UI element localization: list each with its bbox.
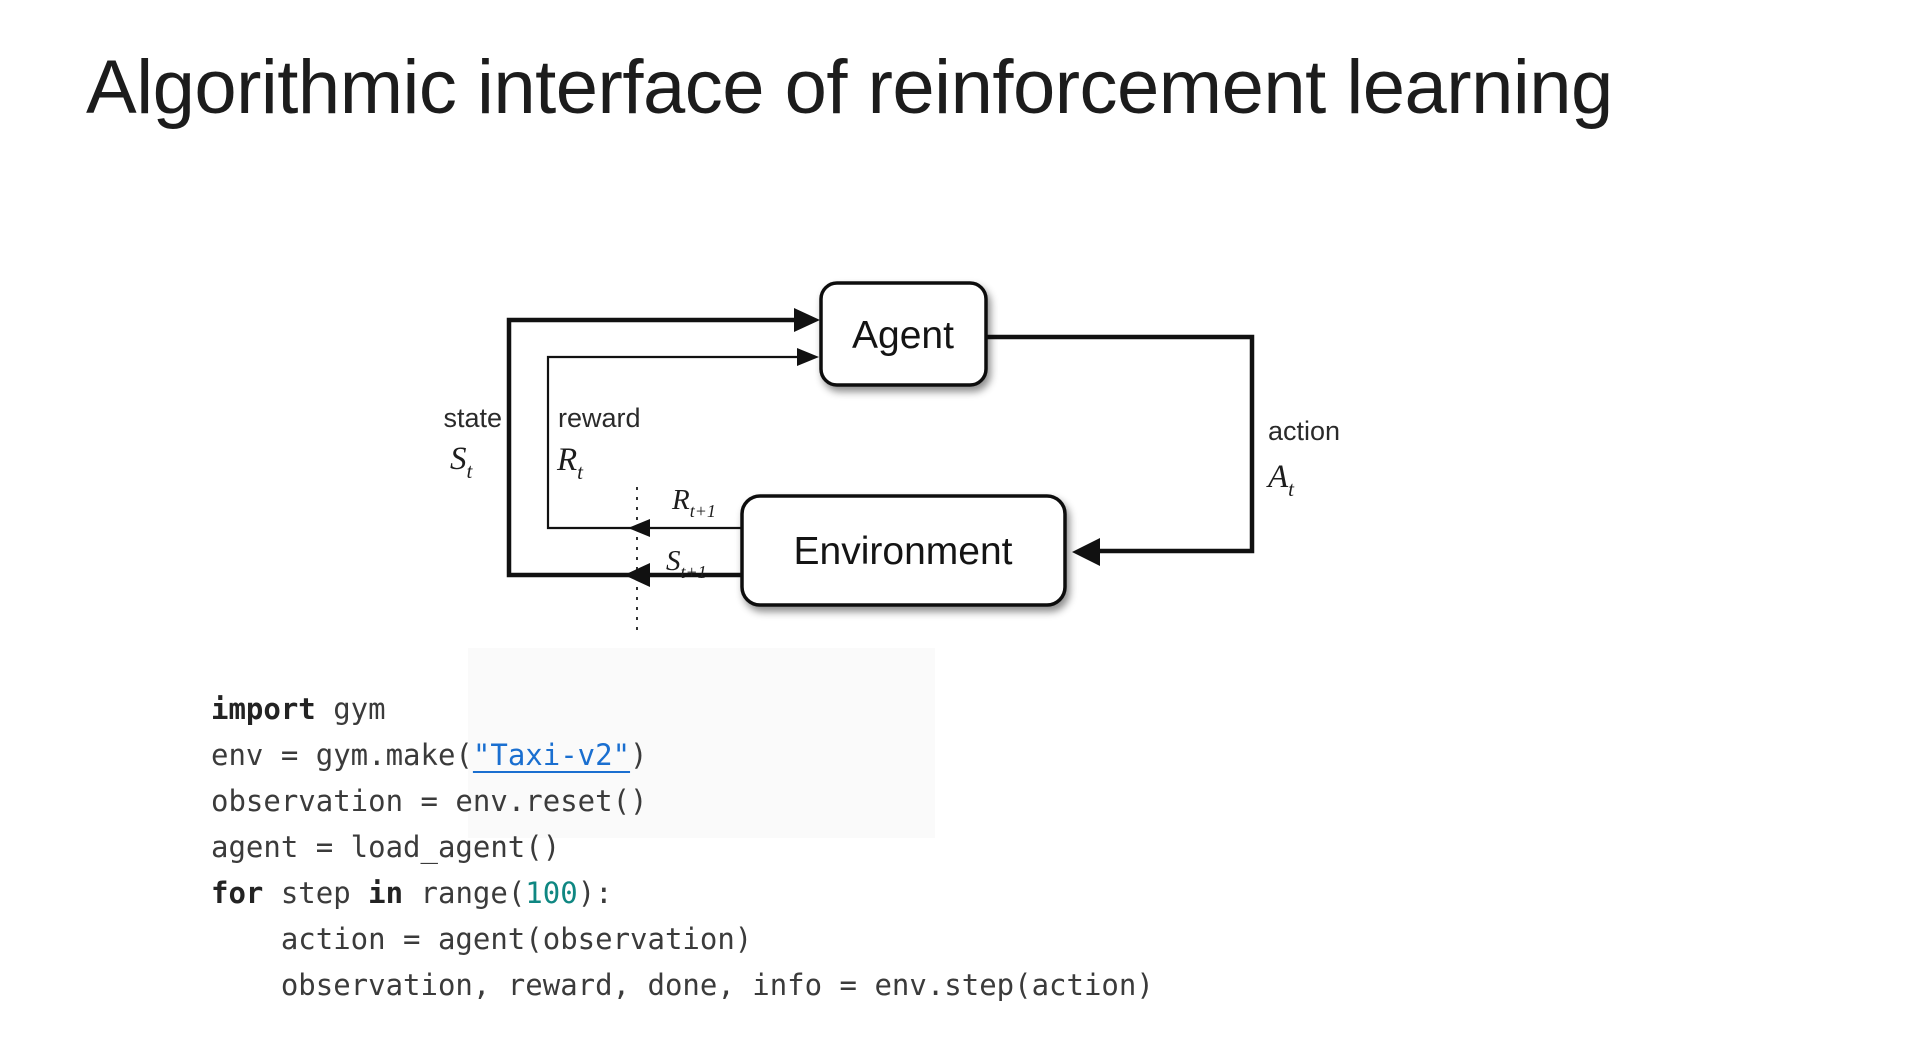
agent-box-label: Agent	[852, 314, 954, 357]
reward-symbol: Rt	[556, 442, 584, 484]
agent-box	[819, 281, 988, 387]
state-next-symbol: St+1	[666, 545, 707, 582]
taxi-v2-link[interactable]: "Taxi-v2"	[472, 738, 631, 772]
rl-diagram: Agent Environment state St reward Rt Rt+…	[443, 281, 1340, 634]
code-token: observation, reward, done, info = env.st…	[211, 968, 1154, 1002]
action-label: action	[1268, 416, 1340, 446]
code-token: range(	[403, 876, 526, 910]
code-token: in	[368, 876, 404, 910]
action-symbol: At	[1266, 459, 1295, 501]
code-line: observation = env.reset()	[211, 778, 1154, 824]
state-next-arrowhead	[624, 563, 650, 587]
code-line: env = gym.make("Taxi-v2")	[211, 732, 1154, 778]
state-into-agent-arrowhead	[794, 308, 820, 332]
code-token: step	[263, 876, 369, 910]
reward-into-agent-arrowhead	[797, 348, 819, 366]
code-token: )	[630, 738, 648, 772]
reward-next-symbol: Rt+1	[671, 484, 716, 521]
code-token: 100	[525, 876, 578, 910]
code-token: action = agent(observation)	[211, 922, 753, 956]
action-into-environment-arrowhead	[1072, 538, 1100, 566]
code-line: agent = load_agent()	[211, 824, 1154, 870]
reward-next-arrowhead	[628, 519, 650, 537]
environment-box-label: Environment	[794, 530, 1013, 573]
code-line: import gym	[211, 686, 1154, 732]
environment-box	[740, 494, 1067, 607]
code-line: action = agent(observation)	[211, 916, 1154, 962]
code-token: env = gym.make(	[211, 738, 473, 772]
code-backdrop	[468, 648, 935, 838]
code-token: observation = env.reset()	[211, 784, 648, 818]
code-line: observation, reward, done, info = env.st…	[211, 962, 1154, 1008]
code-token: gym	[315, 692, 386, 726]
state-symbol: St	[450, 441, 474, 483]
slide-title: Algorithmic interface of reinforcement l…	[86, 45, 1613, 130]
code-token: ):	[577, 876, 613, 910]
code-token: for	[211, 876, 264, 910]
code-token: agent = load_agent()	[211, 830, 561, 864]
code-line: for step in range(100):	[211, 870, 1154, 916]
state-label: state	[443, 403, 502, 433]
reward-label: reward	[558, 403, 641, 433]
code-token: import	[211, 692, 316, 726]
action-line	[986, 334, 1255, 554]
